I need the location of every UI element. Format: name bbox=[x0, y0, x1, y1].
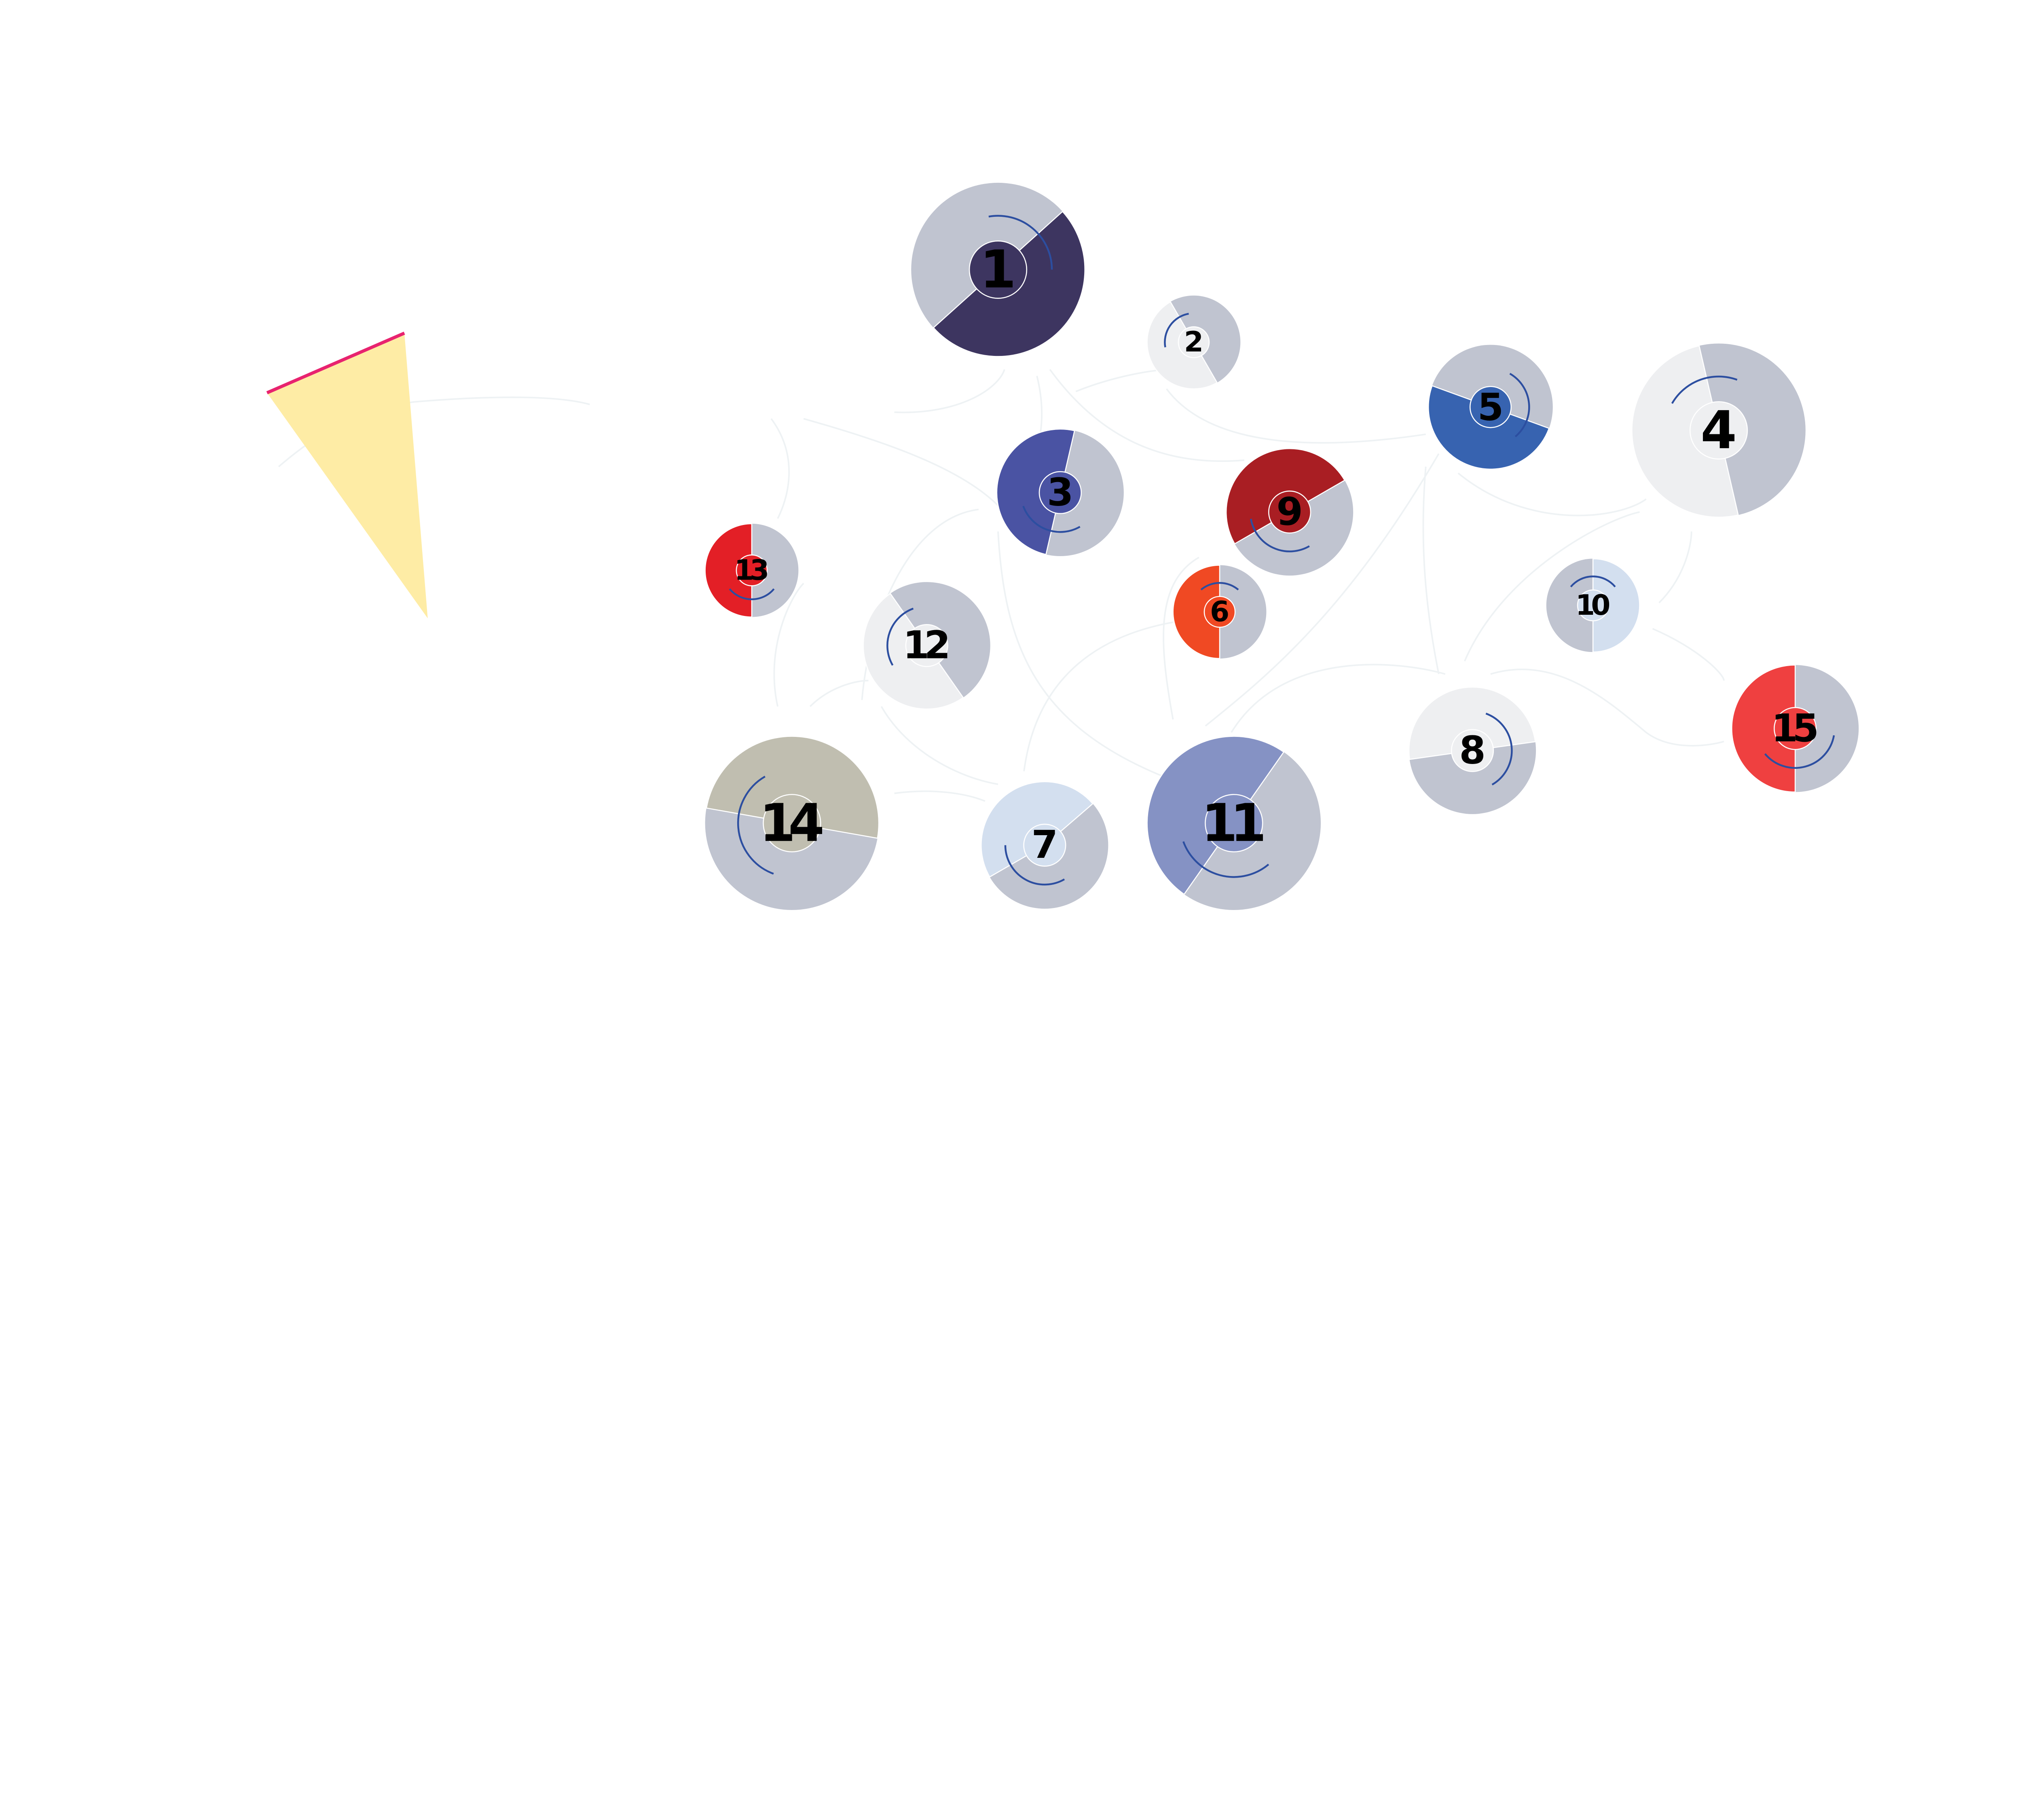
node-core bbox=[905, 624, 948, 667]
edge bbox=[1490, 669, 1724, 747]
progress-arc bbox=[1022, 506, 1081, 533]
node-4[interactable]: 4 bbox=[1631, 343, 1806, 518]
edge bbox=[894, 369, 1005, 413]
node-14[interactable]: 14 bbox=[705, 736, 880, 910]
progress-arc bbox=[1250, 518, 1310, 552]
edge bbox=[809, 679, 869, 707]
edge bbox=[773, 582, 804, 707]
edge bbox=[803, 418, 999, 506]
node-9[interactable]: 9 bbox=[1225, 448, 1354, 576]
node-core bbox=[736, 554, 768, 586]
progress-arc bbox=[1570, 576, 1616, 588]
node-core bbox=[1205, 794, 1263, 853]
node-core bbox=[1038, 471, 1082, 514]
progress-arc bbox=[988, 215, 1053, 270]
node-core bbox=[1577, 589, 1609, 622]
node-core bbox=[1773, 707, 1817, 750]
node-label: 5 bbox=[1478, 385, 1504, 429]
edge bbox=[1464, 511, 1640, 662]
edge bbox=[1205, 453, 1440, 727]
node-12[interactable]: 12 bbox=[863, 582, 990, 710]
node-label: 14 bbox=[759, 793, 825, 853]
node-label: 4 bbox=[1701, 400, 1737, 461]
edge bbox=[1652, 628, 1725, 681]
pointer-fill bbox=[267, 333, 428, 618]
node-label: 9 bbox=[1276, 490, 1303, 534]
progress-arc bbox=[1764, 735, 1835, 769]
progress-arc bbox=[1182, 841, 1269, 878]
node-1[interactable]: 1 bbox=[911, 182, 1085, 357]
node-label: 1 bbox=[980, 239, 1016, 300]
edge bbox=[1457, 472, 1647, 516]
progress-arc bbox=[737, 776, 774, 875]
node-segment bbox=[1592, 558, 1640, 653]
pointer-triangle bbox=[266, 332, 428, 618]
node-2[interactable]: 2 bbox=[1146, 295, 1241, 389]
node-core bbox=[1023, 823, 1066, 867]
nodes: 1 2 3 4 5 6 7 8 9 10 11 12 13 14 15 bbox=[704, 182, 1859, 910]
progress-arc bbox=[1485, 713, 1513, 786]
node-core bbox=[969, 240, 1028, 299]
edge bbox=[894, 790, 986, 802]
edge bbox=[1023, 621, 1173, 772]
node-segment bbox=[704, 523, 753, 618]
edge bbox=[1163, 557, 1199, 720]
node-segment bbox=[1731, 664, 1796, 793]
edge bbox=[1658, 531, 1692, 603]
node-label: 11 bbox=[1201, 793, 1267, 853]
progress-arc bbox=[1004, 845, 1065, 886]
progress-arc bbox=[1671, 375, 1738, 404]
node-segment bbox=[996, 428, 1075, 555]
edge bbox=[1166, 388, 1426, 444]
node-13[interactable]: 13 bbox=[704, 523, 799, 618]
node-label: 13 bbox=[734, 554, 770, 586]
node-segment bbox=[1172, 565, 1220, 659]
edge bbox=[1049, 369, 1245, 462]
node-core bbox=[1689, 401, 1748, 460]
node-core bbox=[1178, 326, 1210, 358]
node-6[interactable]: 6 bbox=[1172, 565, 1267, 659]
progress-arc bbox=[1164, 313, 1189, 347]
node-15[interactable]: 15 bbox=[1731, 664, 1859, 793]
node-core bbox=[763, 794, 821, 853]
node-8[interactable]: 8 bbox=[1409, 687, 1536, 814]
node-segment bbox=[1409, 687, 1536, 760]
progress-arc bbox=[1509, 372, 1530, 438]
node-label: 15 bbox=[1771, 707, 1819, 751]
node-label: 7 bbox=[1032, 823, 1058, 867]
node-core bbox=[1451, 729, 1494, 772]
pointer-edge bbox=[266, 332, 405, 394]
node-label: 3 bbox=[1047, 470, 1074, 514]
progress-arc bbox=[1200, 582, 1239, 590]
edge bbox=[1231, 664, 1446, 733]
edge bbox=[1422, 466, 1440, 675]
node-label: 6 bbox=[1210, 596, 1229, 628]
progress-arc bbox=[729, 588, 775, 601]
edge bbox=[997, 531, 1167, 779]
edge bbox=[880, 706, 998, 785]
node-3[interactable]: 3 bbox=[996, 428, 1124, 556]
node-label: 12 bbox=[903, 624, 951, 668]
node-segment bbox=[706, 736, 880, 839]
node-label: 8 bbox=[1459, 728, 1486, 772]
node-5[interactable]: 5 bbox=[1428, 345, 1553, 470]
node-label: 10 bbox=[1576, 589, 1611, 622]
node-core bbox=[1268, 490, 1311, 534]
node-core bbox=[1469, 386, 1512, 428]
node-core bbox=[1203, 596, 1236, 628]
edge bbox=[770, 418, 790, 519]
progress-arc bbox=[886, 607, 914, 666]
node-10[interactable]: 10 bbox=[1546, 558, 1640, 653]
network-diagram: 1 2 3 4 5 6 7 8 9 10 11 12 13 14 15 bbox=[266, 182, 1859, 910]
node-label: 2 bbox=[1184, 326, 1203, 358]
node-11[interactable]: 11 bbox=[1146, 736, 1321, 910]
node-segment bbox=[1631, 345, 1739, 518]
node-7[interactable]: 7 bbox=[980, 781, 1108, 909]
edges bbox=[278, 368, 1725, 802]
edge bbox=[415, 396, 590, 405]
